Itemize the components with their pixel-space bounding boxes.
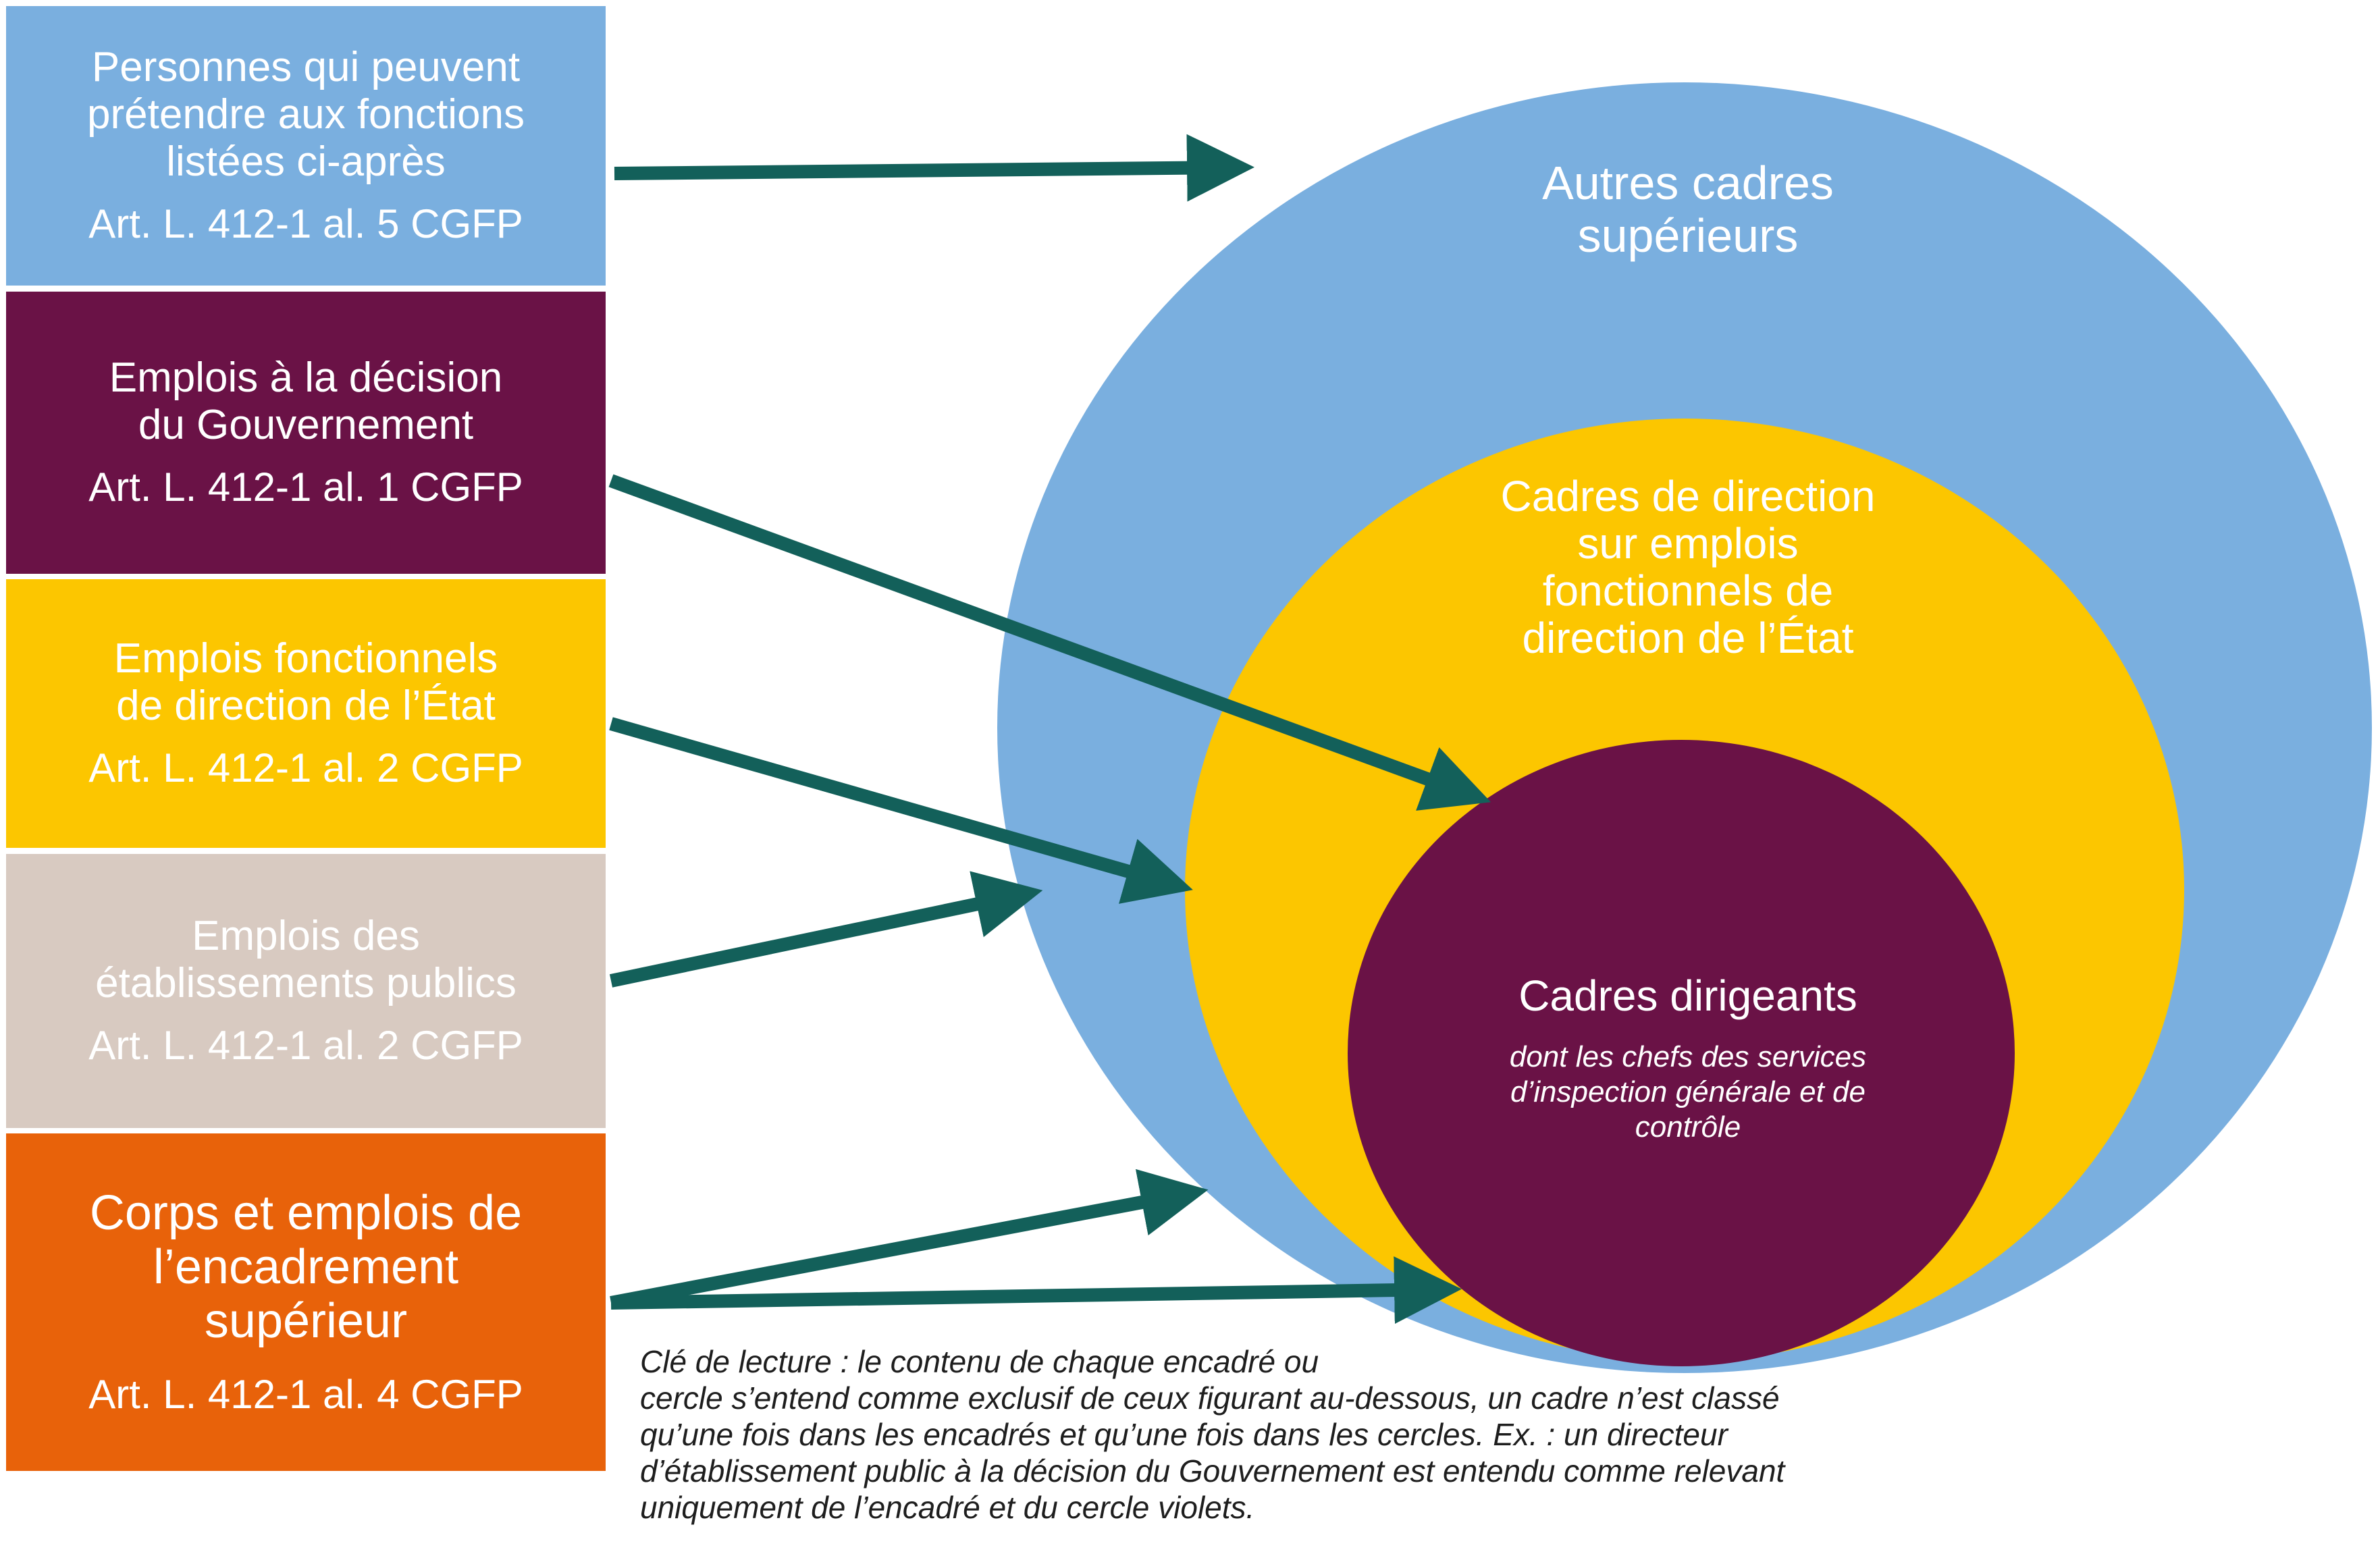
arrow-box2-to-inner-circle — [608, 474, 1491, 811]
arrow-box5-to-outer-circle — [610, 1169, 1209, 1310]
outer-circle-label-line: supérieurs — [1577, 209, 1799, 262]
middle-circle-label-line: Cadres de direction — [1500, 472, 1876, 520]
middle-circle-label-line: sur emplois — [1577, 519, 1799, 568]
caption-line: cercle s’entend comme exclusif de ceux f… — [640, 1380, 1780, 1416]
inner-circle-subtitle-line: dont les chefs des services — [1509, 1040, 1867, 1073]
inner-circle-title: Cadres dirigeants — [1518, 971, 1857, 1020]
box-background-government-posts — [6, 292, 606, 574]
arrow-box5-to-inner-circle — [610, 1256, 1462, 1324]
box-article-reference: Art. L. 412-1 al. 2 CGFP — [88, 745, 523, 790]
box-title-line: Corps et emplois de — [89, 1186, 523, 1240]
box-background-other-senior — [6, 6, 606, 286]
outer-circle-label: Autres cadres supérieurs — [1431, 157, 1945, 262]
box-article-reference: Art. L. 412-1 al. 2 CGFP — [88, 1023, 523, 1068]
box-background-senior-corps — [6, 1133, 606, 1471]
box-title-line: du Gouvernement — [138, 402, 474, 448]
box-title-line: Personnes qui peuvent — [91, 44, 521, 90]
box-article-reference: Art. L. 412-1 al. 5 CGFP — [88, 201, 523, 246]
box-title-line: Emplois fonctionnels — [113, 635, 498, 682]
box-article-reference: Art. L. 412-1 al. 4 CGFP — [88, 1372, 523, 1417]
box-background-state-functional-posts — [6, 579, 606, 848]
inner-circle-subtitle-line: contrôle — [1635, 1110, 1741, 1144]
box-senior-management-corps: Corps et emplois de l’encadrement supéri… — [6, 1133, 606, 1471]
inner-circle-subtitle-line: d’inspection générale et de — [1510, 1075, 1866, 1108]
middle-circle-label-line: direction de l’État — [1522, 614, 1854, 662]
box-article-reference: Art. L. 412-1 al. 1 CGFP — [88, 464, 523, 510]
box-title-line: établissements publics — [95, 960, 517, 1007]
box-title-line: prétendre aux fonctions — [87, 91, 525, 138]
box-state-functional-posts: Emplois fonctionnels de direction de l’É… — [6, 579, 606, 848]
middle-circle-label: Cadres de direction sur emplois fonction… — [1431, 473, 1945, 662]
middle-circle-label-line: fonctionnels de — [1542, 566, 1834, 615]
box-title-line: de direction de l’État — [116, 682, 496, 729]
arrow-box3-to-middle-circle — [609, 717, 1193, 904]
outer-circle-label-line: Autres cadres — [1542, 157, 1834, 209]
arrow-box4-to-outer-circle — [609, 871, 1043, 988]
reading-key-caption: Clé de lecture : le contenu de chaque en… — [640, 1343, 1990, 1526]
box-other-senior-eligible: Personnes qui peuvent prétendre aux fonc… — [6, 6, 606, 286]
caption-line: Clé de lecture : le contenu de chaque en… — [640, 1344, 1319, 1379]
circle-executive-managers — [1348, 740, 2015, 1366]
box-title-line: Emplois des — [192, 913, 420, 959]
box-title-line: listées ci-après — [166, 138, 446, 185]
arrow-box1-to-outer-circle — [614, 134, 1254, 202]
box-title-line: supérieur — [204, 1294, 408, 1348]
inner-circle-subtitle: dont les chefs des services d’inspection… — [1418, 1040, 1958, 1145]
box-title-line: Emplois à la décision — [109, 354, 503, 401]
caption-line: qu’une fois dans les encadrés et qu’une … — [640, 1417, 1728, 1452]
caption-line: uniquement de l’encadré et du cercle vio… — [640, 1490, 1255, 1525]
box-background-public-establishments — [6, 854, 606, 1128]
box-public-establishment-posts: Emplois des établissements publics Art. … — [6, 854, 606, 1128]
caption-line: d’établissement public à la décision du … — [640, 1453, 1785, 1488]
box-government-decision-posts: Emplois à la décision du Gouvernement Ar… — [6, 292, 606, 574]
box-title-line: l’encadrement — [153, 1240, 459, 1294]
